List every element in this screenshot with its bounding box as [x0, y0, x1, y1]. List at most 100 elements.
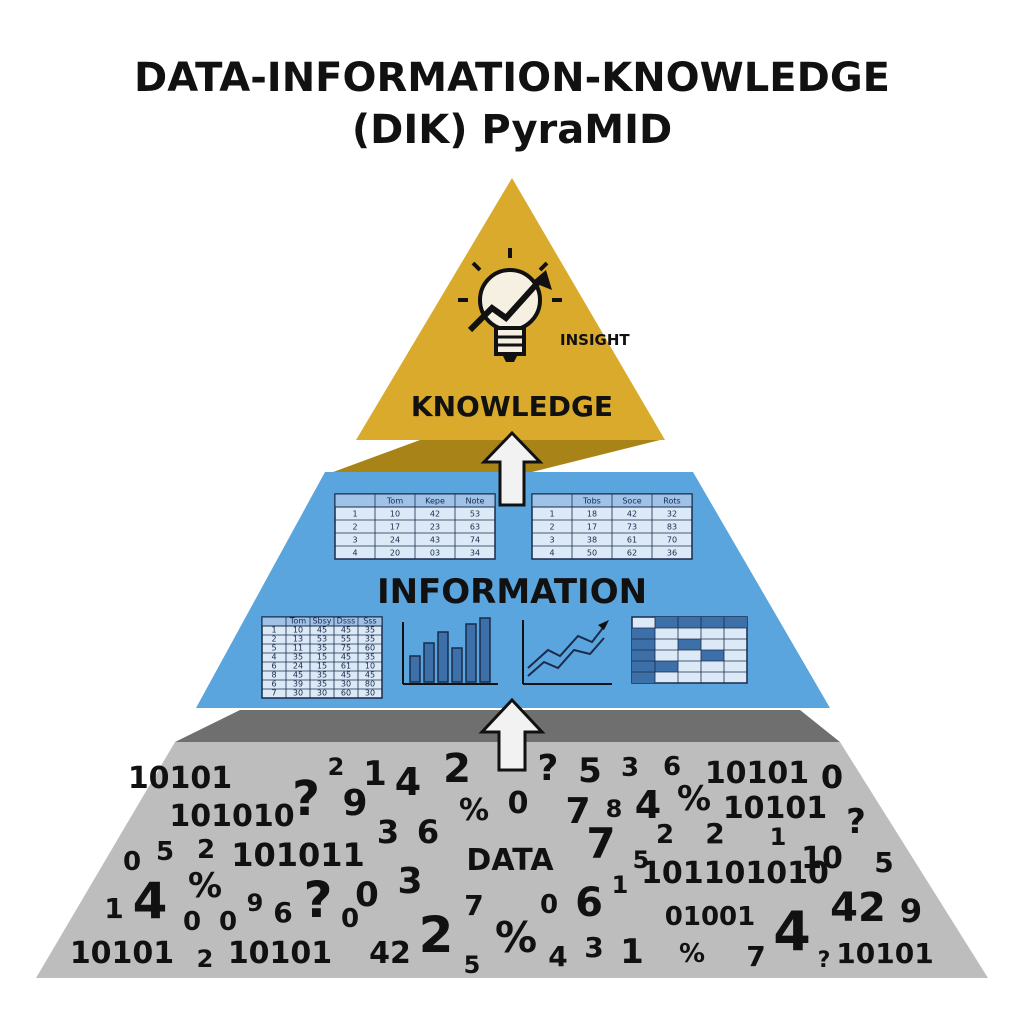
- table-cell: 62: [627, 548, 637, 557]
- table-cell: 6: [271, 661, 276, 670]
- table-cell: 20: [390, 548, 400, 557]
- data-token: 0: [183, 907, 201, 937]
- data-token: %: [188, 866, 222, 906]
- table-header-cell: Tom: [289, 616, 306, 625]
- diagram-title: DATA-INFORMATION-KNOWLEDGE (DIK) PyraMID: [0, 52, 1024, 156]
- data-token: ?: [538, 748, 559, 789]
- table-cell: 3: [549, 535, 554, 544]
- table-cell: 32: [667, 509, 677, 518]
- table-cell: 5: [271, 643, 276, 652]
- information-label: INFORMATION: [377, 572, 647, 612]
- insight-label: INSIGHT: [560, 331, 630, 349]
- data-token: 8: [606, 795, 623, 823]
- table-cell: 1: [271, 625, 276, 634]
- data-token: 4: [133, 872, 168, 930]
- table-cell: 70: [667, 535, 677, 544]
- data-token: 0: [355, 875, 379, 915]
- table-cell: 63: [470, 522, 480, 531]
- data-token: 7: [746, 940, 765, 973]
- data-token: 6: [273, 896, 292, 929]
- table-cell: 2: [549, 522, 554, 531]
- data-token: ?: [846, 802, 866, 842]
- table-cell: 73: [627, 522, 637, 531]
- data-token: 9: [900, 892, 922, 930]
- table-cell: 43: [430, 535, 440, 544]
- table-cell: 03: [430, 548, 440, 557]
- table-cell: 35: [317, 679, 327, 688]
- data-token: %: [495, 913, 537, 962]
- bar-chart-icon: [402, 617, 498, 685]
- table-cell: 35: [317, 643, 327, 652]
- data-token: 1: [620, 932, 644, 972]
- data-token: 10101: [836, 937, 933, 970]
- table-cell: 13: [293, 634, 303, 643]
- data-token: 10101: [723, 791, 827, 826]
- data-token: 0: [540, 890, 558, 920]
- table-header-cell: Sbsy: [312, 616, 331, 625]
- table-cell: 83: [667, 522, 677, 531]
- data-token: 4: [635, 783, 661, 827]
- data-token: 10101: [70, 936, 174, 971]
- table-cell: 34: [470, 548, 480, 557]
- data-token: %: [677, 779, 711, 819]
- data-token: 0: [123, 847, 141, 877]
- table-header-cell: Dsss: [337, 616, 356, 625]
- data-token: 6: [575, 880, 603, 926]
- table-cell: 17: [390, 522, 400, 531]
- data-token: 3: [584, 931, 603, 964]
- table-cell: 53: [317, 634, 327, 643]
- data-token: 2: [328, 753, 345, 781]
- table-cell: 2: [352, 522, 357, 531]
- data-token: 6: [663, 752, 681, 782]
- table-cell: 60: [341, 688, 351, 697]
- table-cell: 30: [365, 688, 375, 697]
- table-cell: 24: [293, 661, 303, 670]
- table-cell: 10: [293, 625, 303, 634]
- table-cell: 60: [365, 643, 375, 652]
- table-cell: 17: [587, 522, 597, 531]
- table-cell: 24: [390, 535, 400, 544]
- table-header-cell: Tom: [386, 496, 403, 505]
- table-cell: 10: [365, 661, 375, 670]
- data-token: 42: [830, 885, 886, 931]
- table-cell: 3: [352, 535, 357, 544]
- table-cell: 4: [271, 652, 276, 661]
- data-label: DATA: [466, 843, 554, 878]
- arrow-information-to-knowledge: [480, 430, 544, 507]
- data-token: 10101: [128, 761, 232, 796]
- data-token: 0: [821, 758, 843, 796]
- table-cell: 45: [341, 670, 351, 679]
- data-token: 101011: [231, 836, 365, 874]
- data-token: 1: [612, 871, 629, 899]
- table-cell: 18: [587, 509, 597, 518]
- table-cell: 35: [365, 625, 375, 634]
- arrow-data-to-information: [478, 697, 546, 772]
- data-token: 0: [341, 904, 359, 934]
- table-cell: 15: [317, 661, 327, 670]
- table-cell: 74: [470, 535, 480, 544]
- data-token: 2: [705, 817, 724, 850]
- data-token: 10: [801, 841, 843, 876]
- data-token: 3: [621, 753, 639, 783]
- data-token: 4: [395, 760, 421, 804]
- table-cell: 38: [587, 535, 597, 544]
- table-cell: 39: [293, 679, 303, 688]
- table-cell: 61: [341, 661, 351, 670]
- line-chart-icon: [522, 620, 612, 685]
- table-cell: 55: [341, 634, 351, 643]
- lightbulb-trend-icon: [458, 248, 562, 362]
- data-level: [36, 742, 988, 978]
- table-cell: 4: [352, 548, 357, 557]
- data-token: 4: [773, 900, 811, 963]
- table-cell: 80: [365, 679, 375, 688]
- table-header-cell: Kepe: [425, 496, 445, 505]
- table-cell: 45: [365, 670, 375, 679]
- data-token: %: [679, 939, 705, 969]
- table-cell: 45: [341, 652, 351, 661]
- table-cell: 4: [549, 548, 554, 557]
- data-token: 5: [464, 951, 481, 979]
- grid-icon: [631, 616, 748, 684]
